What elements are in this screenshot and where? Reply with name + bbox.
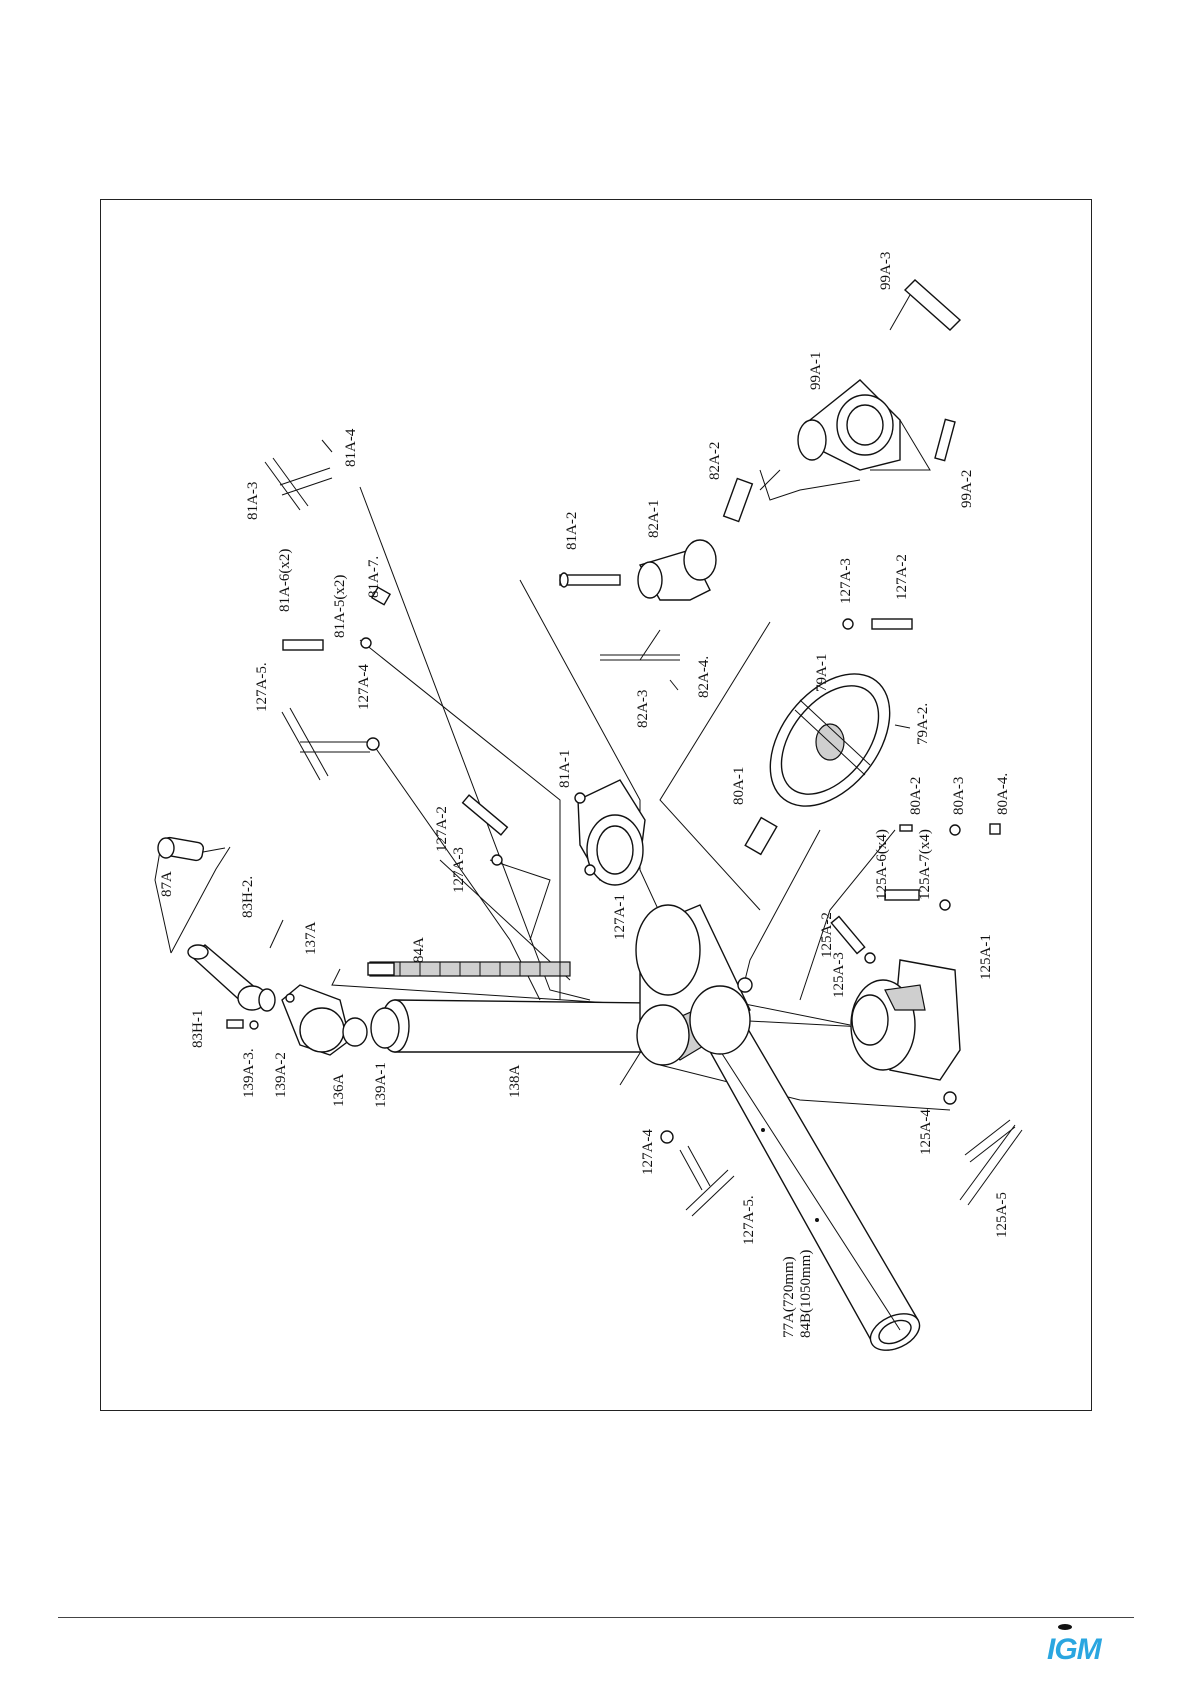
label-127A-3-right: 127A-3 [838,558,854,604]
label-125A-7: 125A-7(x4) [917,829,933,900]
label-79A-1: 79A-1 [814,654,830,692]
label-77A: 77A(720mm) [781,1256,797,1338]
label-99A-2: 99A-2 [959,470,975,508]
label-87A: 87A [159,871,175,897]
label-99A-3: 99A-3 [878,252,894,290]
t-handle-127A-5-lower [660,1130,735,1217]
t-handle-125A-5 [959,1119,1023,1206]
label-125A-3: 125A-3 [831,952,847,998]
elbow-82A-1 [637,539,717,601]
label-136A: 136A [331,1074,347,1108]
parts-82A-2-3-4 [600,477,754,691]
label-79A-2: 79A-2. [915,703,931,745]
label-127A-4-lower: 127A-4 [640,1129,656,1175]
label-139A-1: 139A-1 [373,1062,389,1108]
parts-81A-5-6-7 [282,586,392,651]
label-80A-3: 80A-3 [951,777,967,815]
label-125A-1: 125A-1 [978,934,994,980]
diagram-frame [100,199,1092,1411]
knob-87A [157,836,226,862]
label-139A-3: 139A-3. [241,1048,257,1098]
label-127A-5-lower: 127A-5. [741,1195,757,1245]
bracket-136A [258,984,351,1056]
label-139A-2: 139A-2 [273,1052,289,1098]
footer-rule [58,1617,1134,1618]
label-81A-1: 81A-1 [557,750,573,788]
label-80A-2: 80A-2 [908,777,924,815]
label-81A-6: 81A-6(x2) [277,549,293,612]
part-labels: 77A(720mm) 84B(1050mm) 84A 87A 83H-1 83H… [159,252,1011,1338]
t-handle-127A-5-upper [281,707,380,781]
label-81A-5: 81A-5(x2) [332,575,348,638]
lead-screw-84A [367,961,571,977]
base-125A-1 [830,889,961,1105]
label-82A-4: 82A-4. [696,656,712,698]
bolt-127A-2-upper [461,794,509,866]
label-82A-1: 82A-1 [646,500,662,538]
label-83H-2: 83H-2. [240,876,256,918]
label-127A-2-upper: 127A-2 [434,806,450,852]
handwheel-79A-1 [769,673,911,807]
label-81A-2: 81A-2 [564,512,580,550]
label-125A-4: 125A-4 [918,1109,934,1155]
central-block-127A-1 [635,904,753,1066]
t-handle-81A-3 [264,439,333,511]
label-125A-5: 125A-5 [994,1192,1010,1238]
parts-80A [744,816,1001,856]
label-80A-4: 80A-4. [995,773,1011,815]
label-83H-1: 83H-1 [190,1010,206,1048]
stud-81A-2 [559,572,621,588]
label-138A: 138A [507,1065,523,1099]
label-81A-7: 81A-7. [366,556,382,598]
label-127A-4-upper: 127A-4 [356,664,372,710]
housing-81A-1 [574,779,646,886]
label-80A-1: 80A-1 [731,767,747,805]
label-84A: 84A [411,937,427,963]
clamp-99A-1 [797,279,962,471]
label-127A-2-right: 127A-2 [894,554,910,600]
label-125A-2: 125A-2 [819,912,835,958]
label-81A-4: 81A-4 [343,428,359,467]
igm-logo: IGM [1047,1633,1102,1666]
label-127A-1: 127A-1 [612,894,628,940]
label-127A-3-upper: 127A-3 [451,847,467,893]
label-127A-5-upper: 127A-5. [254,662,270,712]
label-84B: 84B(1050mm) [798,1250,814,1338]
label-82A-3: 82A-3 [635,690,651,728]
label-81A-3: 81A-3 [245,482,261,520]
bolt-127A-2-right [842,618,913,630]
parts-139A [226,1007,400,1049]
label-99A-1: 99A-1 [808,352,824,390]
label-137A: 137A [303,922,319,956]
logo-dot [1058,1624,1072,1630]
tube-138A [380,999,656,1053]
label-82A-2: 82A-2 [707,442,723,480]
label-125A-6: 125A-6(x4) [874,829,890,900]
